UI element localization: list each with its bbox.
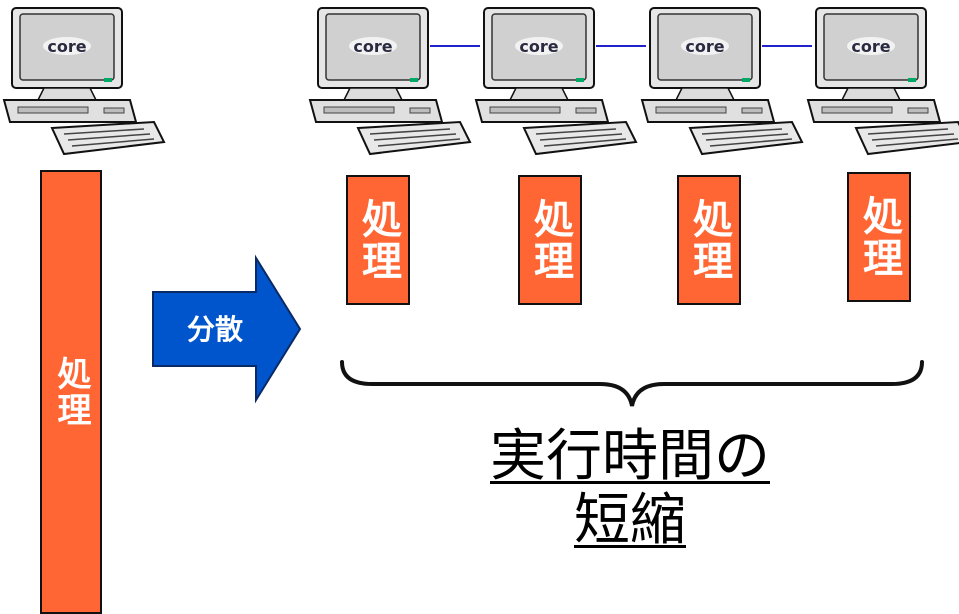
distributed-process-label-4: 処理 (856, 195, 902, 279)
single-computer-icon (3, 7, 165, 155)
distributed-process-block-3: 処理 (677, 175, 741, 305)
result-caption: 実行時間の 短縮 (400, 425, 860, 553)
curly-brace-icon (340, 360, 924, 407)
right-arrow-icon (152, 254, 302, 404)
distribute-arrow-label: 分散 (186, 313, 243, 346)
distributed-process-block-2: 処理 (518, 175, 582, 305)
cluster-computer-4-icon (807, 7, 959, 155)
result-line-1: 実行時間の (490, 424, 770, 489)
cluster-computer-2-icon (475, 7, 637, 155)
single-process-label: 処理 (51, 356, 91, 428)
cluster-computer-1-icon (309, 7, 471, 155)
cluster-computer-3-icon (641, 7, 803, 155)
single-process-bar: 処理 (40, 170, 102, 614)
result-line-2: 短縮 (574, 488, 686, 553)
distributed-process-block-4: 処理 (847, 172, 911, 302)
distributed-process-label-2: 処理 (527, 198, 573, 282)
distributed-process-label-1: 処理 (355, 198, 401, 282)
distributed-process-label-3: 処理 (686, 198, 732, 282)
distributed-process-block-1: 処理 (346, 175, 410, 305)
